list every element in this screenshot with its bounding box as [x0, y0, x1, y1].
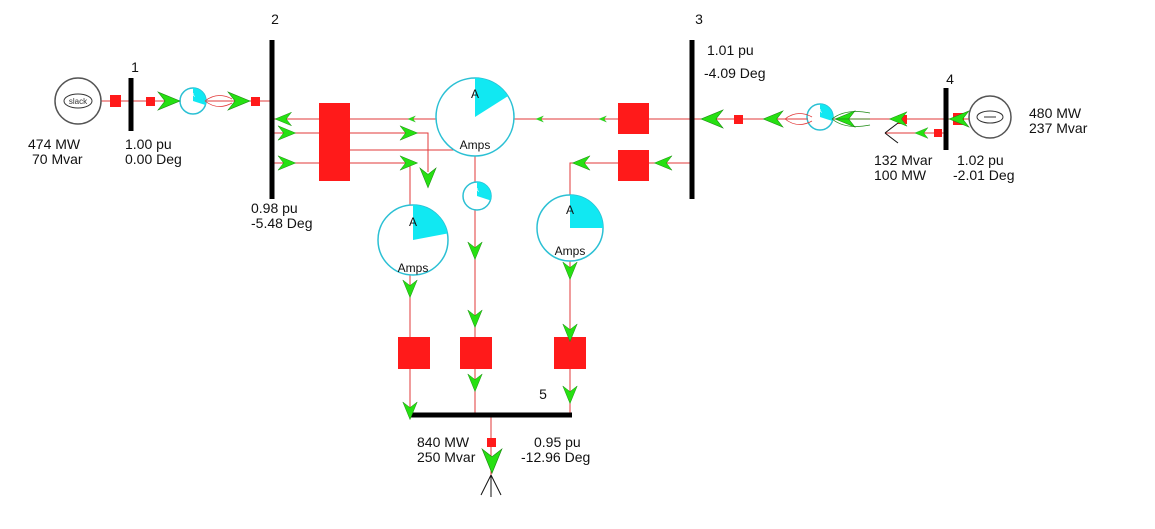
gauge-fill [475, 78, 508, 117]
bus-3-voltage: 1.01 pu [707, 42, 754, 58]
load-5-symbol[interactable] [480, 474, 502, 497]
gen4-mvar: 237 Mvar [1029, 120, 1088, 136]
breaker-line-3-5-bus5[interactable] [554, 337, 586, 369]
breaker-line-2-5b-bus5[interactable] [460, 337, 492, 369]
slack-label: slack [69, 97, 88, 106]
load-4-symbol[interactable] [884, 122, 899, 144]
gauge-top-label: A [409, 215, 417, 229]
load4-mw: 100 MW [874, 167, 927, 183]
breaker-gen1[interactable] [110, 95, 121, 107]
generator-rotor-icon [976, 110, 1004, 124]
bus-2-voltage: 0.98 pu [251, 200, 298, 216]
load5-mvar: 250 Mvar [417, 449, 476, 465]
load4-mvar: 132 Mvar [874, 152, 933, 168]
load-arrow-icon [884, 122, 899, 144]
gauge-bottom-label: Amps [460, 138, 491, 152]
flow-hatch-icon [204, 95, 233, 107]
flow-hatch-icon [831, 111, 871, 127]
gauge-fill [820, 104, 833, 122]
gauges: A Amps A Amps A Amps A Amps A Amps [179, 77, 834, 276]
bus-3-angle: -4.09 Deg [704, 65, 765, 81]
buses [128, 40, 949, 418]
bus-4-voltage: 1.02 pu [957, 152, 1004, 168]
gauge-fill [413, 205, 448, 240]
breaker-line-2-5a-bus5[interactable] [398, 337, 430, 369]
breakers [110, 95, 964, 447]
gauge-fill [570, 195, 603, 228]
breaker-bus2-group[interactable] [319, 103, 350, 181]
generator-icon [54, 77, 102, 125]
bus-5-number: 5 [539, 386, 547, 402]
gauge-xfmr-1-2[interactable]: A Amps [179, 87, 207, 115]
gen1-mvar: 70 Mvar [32, 151, 83, 167]
flow-hatch-icon [784, 113, 813, 125]
gauge-top-label: A [191, 93, 195, 99]
gauge-bottom-label: Amps [187, 107, 200, 113]
labels: 1 2 3 4 5 474 MW 70 Mvar 1.00 pu 0.00 De… [28, 11, 1088, 465]
generator-1[interactable]: slack [54, 77, 102, 125]
gauge-bottom-label: Amps [398, 261, 429, 275]
bus-3-number: 3 [695, 11, 703, 27]
flow-arrows [157, 91, 970, 474]
gauge-bottom-label: Amps [555, 244, 586, 258]
generator-rotor-icon [63, 93, 93, 109]
gauge-fill [193, 88, 206, 106]
generator-4[interactable] [968, 95, 1012, 139]
gauge-bottom-label: Amps [471, 203, 484, 209]
wires [100, 100, 985, 475]
gauge-top-label: A [818, 109, 822, 115]
gauge-line-2-3[interactable]: A Amps [435, 77, 515, 157]
gauge-top-label: A [566, 203, 574, 217]
bus-5-angle: -12.96 Deg [521, 449, 590, 465]
breaker-xfmr-1-2-a[interactable] [146, 97, 155, 106]
bus-5-voltage: 0.95 pu [534, 434, 581, 450]
breaker-xfmr-3-4-b[interactable] [898, 115, 907, 124]
breaker-load5[interactable] [487, 438, 496, 447]
gauge-bottom-label: Amps [814, 123, 827, 129]
flow-arrow-icon [481, 448, 503, 474]
breaker-xfmr-1-2-b[interactable] [251, 97, 260, 106]
wire-line-2-5b [350, 149, 476, 415]
bus-4-number: 4 [946, 71, 954, 87]
breaker-line-2-3-bus3[interactable] [618, 103, 649, 134]
bus-1-number: 1 [131, 59, 139, 75]
gauge-line-2-5a[interactable]: A Amps [377, 204, 449, 276]
gen1-mw: 474 MW [28, 136, 81, 152]
bus-1-angle: 0.00 Deg [125, 151, 182, 167]
load-arrow-icon [480, 474, 502, 497]
breaker-line-3-5-bus3[interactable] [618, 150, 649, 181]
gauge-fill [477, 182, 491, 201]
bus-2-number: 2 [271, 11, 279, 27]
load5-mw: 840 MW [417, 434, 470, 450]
gen4-mw: 480 MW [1029, 105, 1082, 121]
gauge-line-2-5b[interactable]: A Amps [462, 181, 492, 211]
bus-2-angle: -5.48 Deg [251, 215, 312, 231]
gauge-top-label: A [471, 87, 479, 101]
bus-1-voltage: 1.00 pu [125, 136, 172, 152]
breaker-load4[interactable] [934, 129, 942, 137]
bus-4-angle: -2.01 Deg [953, 167, 1014, 183]
gauge-xfmr-3-4[interactable]: A Amps [806, 103, 834, 131]
gauge-line-3-5[interactable]: A Amps [536, 194, 604, 262]
gauge-top-label: A [475, 188, 479, 194]
breaker-xfmr-3-4-a[interactable] [734, 115, 743, 124]
